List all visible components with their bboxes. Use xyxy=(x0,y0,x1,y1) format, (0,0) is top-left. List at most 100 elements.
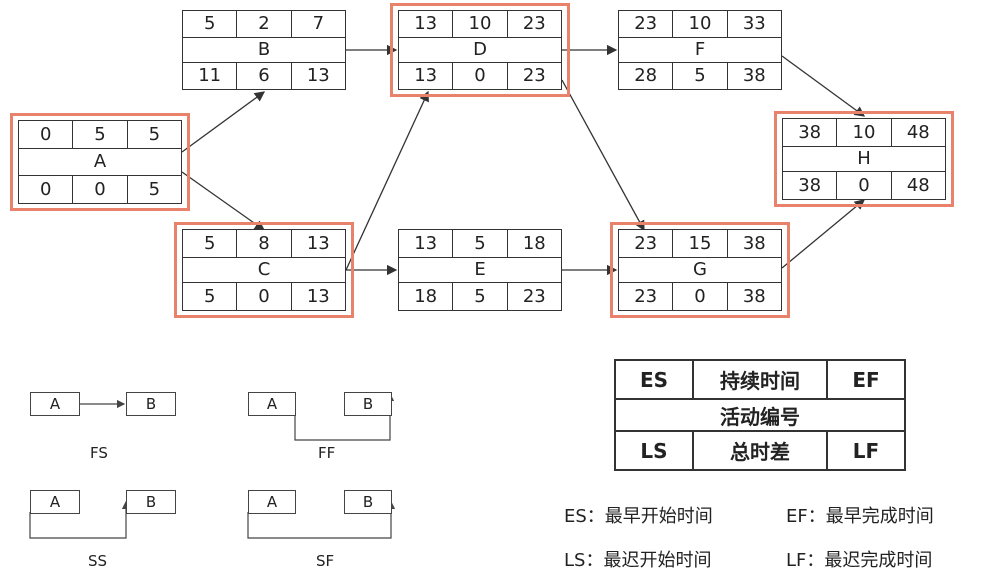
node-es: 5 xyxy=(203,232,216,254)
node-duration: 8 xyxy=(236,230,290,257)
node-es: 0 xyxy=(39,124,52,146)
node-total-float: 5 xyxy=(452,283,506,310)
critical-highlight-h xyxy=(774,111,954,207)
node-es: 23 xyxy=(634,13,658,35)
node-duration: 10 xyxy=(672,11,726,37)
node-ef: 5 xyxy=(126,121,181,149)
edge-c-d xyxy=(345,90,429,271)
node-ls: 13 xyxy=(414,65,438,87)
node-ef: 38 xyxy=(726,230,781,257)
node-name: H xyxy=(857,148,871,170)
node-lf: 23 xyxy=(506,62,561,89)
node-ef: 33 xyxy=(726,11,781,37)
node-lf: 13 xyxy=(290,62,345,89)
node-duration: 2 xyxy=(236,11,290,37)
sf-label: SF xyxy=(316,552,335,570)
legend-total-float: 总时差 xyxy=(692,432,828,469)
sf-box-a: A xyxy=(248,490,296,514)
node-duration: 10 xyxy=(452,11,506,37)
node-name: A xyxy=(93,151,107,173)
edge-a-c xyxy=(181,171,266,231)
node-duration: 5 xyxy=(72,121,126,149)
node-ls: 28 xyxy=(634,65,658,87)
node-name: D xyxy=(473,39,487,61)
node-ef: 48 xyxy=(890,119,945,146)
node-duration: 15 xyxy=(672,230,726,257)
node-name: E xyxy=(474,259,486,281)
node-ls: 11 xyxy=(198,65,222,87)
ss-label: SS xyxy=(88,552,108,570)
node-total-float: 0 xyxy=(72,175,126,203)
node-ef: 23 xyxy=(506,11,561,37)
node-es: 5 xyxy=(203,13,216,35)
node-duration: 10 xyxy=(836,119,890,146)
node-lf: 23 xyxy=(506,283,561,310)
legend-activity: 活动编号 xyxy=(720,404,800,429)
node-total-float: 0 xyxy=(836,172,890,199)
def-ef: EF：最早完成时间 xyxy=(786,506,934,527)
node-total-float: 6 xyxy=(236,62,290,89)
node-lf: 5 xyxy=(126,175,181,203)
node-total-float: 0 xyxy=(452,62,506,89)
fs-box-b: B xyxy=(126,392,176,416)
node-ls: 38 xyxy=(798,175,822,197)
sf-box-b: B xyxy=(344,490,392,514)
node-ef: 7 xyxy=(290,11,345,37)
node-name: G xyxy=(693,259,707,281)
node-ls: 0 xyxy=(39,178,52,200)
legend-ef: EF xyxy=(852,367,880,392)
node-lf: 48 xyxy=(890,172,945,199)
critical-highlight-d xyxy=(390,3,570,97)
node-total-float: 0 xyxy=(236,283,290,310)
def-es: ES：最早开始时间 xyxy=(564,506,713,527)
ss-box-a: A xyxy=(30,490,80,514)
node-name: C xyxy=(257,259,271,281)
def-lf: LF：最迟完成时间 xyxy=(786,550,933,571)
legend-ls: LS xyxy=(640,438,668,463)
critical-highlight-a xyxy=(10,113,190,211)
node-ls: 23 xyxy=(634,286,658,308)
node-ef: 13 xyxy=(290,230,345,257)
edge-g-h xyxy=(781,199,866,269)
ff-box-b: B xyxy=(344,392,392,416)
node-name: F xyxy=(694,39,706,61)
ff-label: FF xyxy=(318,444,336,462)
node-total-float: 5 xyxy=(672,62,726,89)
critical-highlight-c xyxy=(174,222,354,318)
ss-box-b: B xyxy=(126,490,176,514)
node-es: 13 xyxy=(414,232,438,254)
edge-d-g xyxy=(561,79,645,232)
node-es: 38 xyxy=(798,121,822,143)
node-name: B xyxy=(257,39,271,61)
legend-es: ES xyxy=(639,367,669,392)
legend-duration: 持续时间 xyxy=(692,361,828,398)
legend-lf: LF xyxy=(852,438,880,463)
edge-f-h xyxy=(781,55,866,117)
ff-box-a: A xyxy=(248,392,296,416)
node-es: 23 xyxy=(634,232,658,254)
fs-label: FS xyxy=(90,444,108,462)
node-lf: 38 xyxy=(726,283,781,310)
node-lf: 13 xyxy=(290,283,345,310)
node-ls: 5 xyxy=(203,286,216,308)
node-ef: 18 xyxy=(506,230,561,257)
critical-highlight-g xyxy=(610,222,790,318)
node-lf: 38 xyxy=(726,62,781,89)
node-ls: 18 xyxy=(414,286,438,308)
legend: ES 持续时间 EF 活动编号 LS 总时差 LF xyxy=(614,359,906,471)
def-ls: LS：最迟开始时间 xyxy=(564,550,712,571)
edge-a-b xyxy=(181,91,266,153)
fs-box-a: A xyxy=(30,392,80,416)
node-total-float: 0 xyxy=(672,283,726,310)
node-duration: 5 xyxy=(452,230,506,257)
